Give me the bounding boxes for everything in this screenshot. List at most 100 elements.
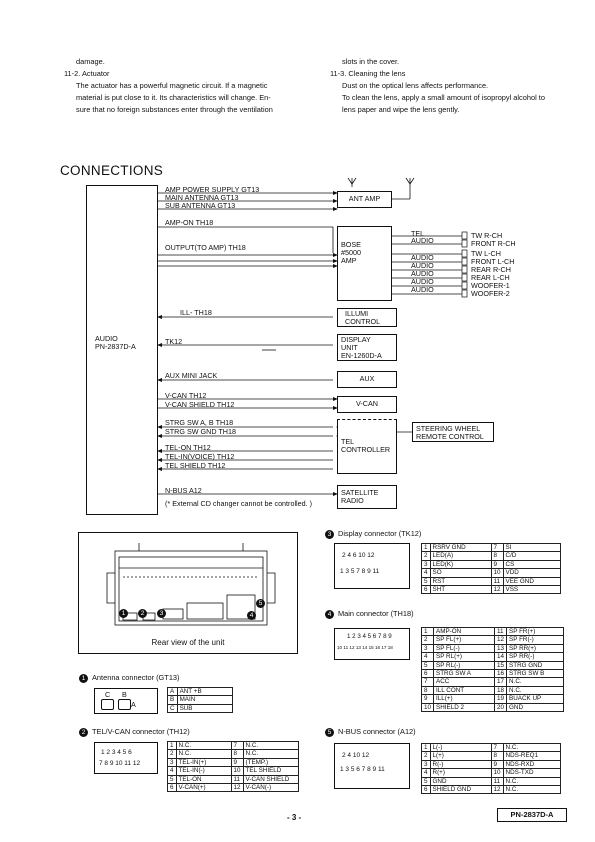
pin-no: 12 xyxy=(494,635,508,645)
pin-no: 1 xyxy=(420,626,435,637)
connector-title: Main connector (TH18) xyxy=(338,609,414,618)
bose-input-label: AUDIO xyxy=(411,236,434,245)
block-line: #5000 xyxy=(341,248,361,257)
illumi-control-block: ILLUMI CONTROL xyxy=(337,308,397,327)
pin-no: 17 xyxy=(494,677,508,687)
marker-number: 5 xyxy=(256,599,265,609)
pin-signal: SO xyxy=(429,568,492,578)
pin-signal: N.C. xyxy=(506,677,565,687)
pin-signal: VDD xyxy=(502,568,561,578)
pin-no: 2 xyxy=(167,749,177,759)
ant-amp-block: ANT AMP xyxy=(337,191,392,208)
pin-signal: VSS xyxy=(502,585,561,595)
pin-signal: N.C. xyxy=(242,749,299,759)
bose-input-label: AUDIO xyxy=(411,261,434,270)
audio-unit-model: PN-2837D-A xyxy=(95,342,136,351)
pin-numbers: 7 8 9 10 11 12 xyxy=(99,760,141,767)
pin-signal: R(-) xyxy=(429,759,492,770)
block-line: RADIO xyxy=(341,496,364,505)
display-unit-block: DISPLAY UNIT EN-1260D-A xyxy=(337,334,397,361)
pin-no: 1 xyxy=(421,542,431,553)
connector-number: 2 xyxy=(79,727,88,737)
intro-line: 11-3. Cleaning the lens xyxy=(330,69,406,78)
pin-signal: GND xyxy=(506,702,565,713)
signal-label: N-BUS A12 xyxy=(165,486,202,495)
block-line: REMOTE CONTROL xyxy=(416,432,484,441)
pin-signal: TEL SHIELD xyxy=(242,766,299,776)
pin-signal: SI xyxy=(502,542,561,553)
tel-connector-title: 2 TEL/V-CAN connector (TH12) xyxy=(79,727,190,737)
block-line: DISPLAY xyxy=(341,335,371,344)
pin-signal: SUB xyxy=(176,703,233,714)
connector-number: 5 xyxy=(325,727,334,737)
pin-no: 16 xyxy=(494,669,508,679)
connector-title: TEL/V-CAN connector (TH12) xyxy=(92,727,190,736)
pin-signal: NDS-RXD xyxy=(502,759,561,770)
pin-no: 8 xyxy=(420,685,435,696)
pin-no: 7 xyxy=(490,542,504,553)
speaker-label: REAR R-CH xyxy=(471,265,511,274)
audio-unit-name: AUDIO xyxy=(95,334,118,343)
pin-no: 5 xyxy=(420,660,435,671)
pin-no: 6 xyxy=(421,585,431,595)
pin-no: 7 xyxy=(420,677,435,687)
pin-no: 10 xyxy=(490,768,504,778)
pin-signal: V-CAN(+) xyxy=(175,783,232,793)
pin-signal: NDS-REQ1 xyxy=(502,751,561,761)
tel-controller-block: TEL CONTROLLER xyxy=(337,419,397,474)
pin-signal: BUACK UP xyxy=(506,694,565,704)
pin-no: 1 xyxy=(167,740,177,751)
connector-title: N-BUS connector (A12) xyxy=(338,727,416,736)
pin-signal: CS xyxy=(502,559,561,570)
pin-signal: GND xyxy=(429,776,492,787)
pin-signal: L(-) xyxy=(429,742,492,753)
pin-no: 6 xyxy=(421,785,431,795)
pin-signal: NDS-TXD xyxy=(502,768,561,778)
pin-no: 5 xyxy=(421,776,431,787)
pin-signal: SP FR(+) xyxy=(506,626,565,637)
signal-label: AMP-ON TH18 xyxy=(165,218,214,227)
pin-no: 4 xyxy=(421,768,431,778)
pin-signal: TEL-IN(-) xyxy=(175,766,232,776)
pin-numbers: 10 11 12 13 14 15 16 17 18 xyxy=(337,645,393,650)
pin-no: 10 xyxy=(230,766,244,776)
pin-signal: SP RR(+) xyxy=(506,643,565,654)
pin-numbers: 2 4 10 12 xyxy=(342,752,370,759)
bose-amp-block: BOSE #5000 AMP xyxy=(337,226,392,301)
pin-signal: MAIN xyxy=(176,695,233,705)
nbus-connector-face: 2 4 10 12 1 3 5 6 7 8 9 11 xyxy=(334,743,410,789)
bose-input-label: AUDIO xyxy=(411,277,434,286)
pin-signal: RSRV GND xyxy=(429,542,492,553)
signal-label: ILL- TH18 xyxy=(180,308,212,317)
pin-signal: AMP-ON xyxy=(433,626,496,637)
pin-no: 1 xyxy=(421,742,431,753)
footer-model-box: PN-2837D-A xyxy=(497,808,567,822)
block-line: TEL xyxy=(341,437,355,446)
signal-label: STRG SW A, B TH18 xyxy=(165,418,234,427)
pin-no: 10 xyxy=(490,568,504,578)
audio-unit-box: AUDIO PN-2837D-A xyxy=(86,185,158,515)
connector-title: Antenna connector (GT13) xyxy=(92,673,180,682)
pin-no: 8 xyxy=(490,751,504,761)
block-line: SATELLITE xyxy=(341,488,379,497)
pin-signal: SP RL(-) xyxy=(433,660,496,671)
rear-marker: 3 xyxy=(157,605,170,623)
pin-no: 12 xyxy=(230,783,244,793)
